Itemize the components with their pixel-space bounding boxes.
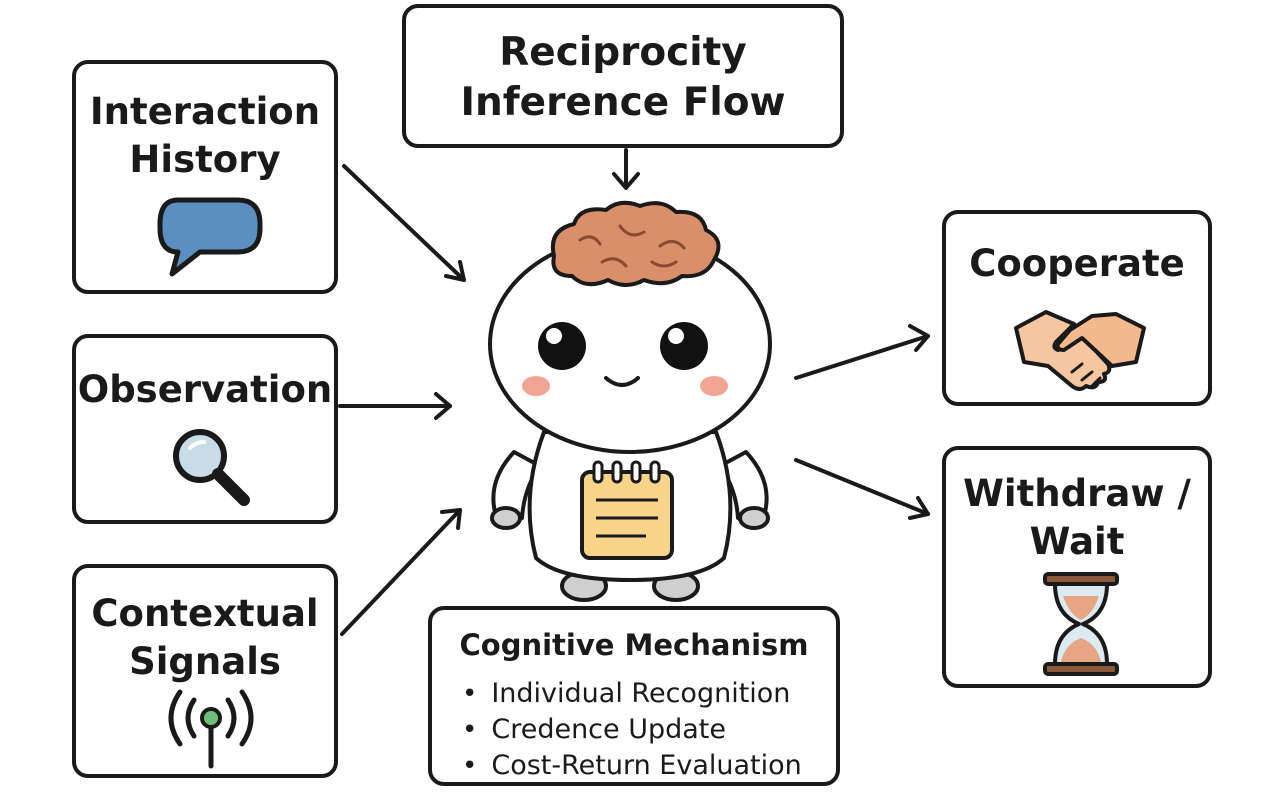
input-label: Contextual Signals bbox=[91, 592, 319, 683]
arrow-robot-to-cooperate bbox=[794, 324, 930, 380]
mechanism-box: Cognitive Mechanism Individual Recogniti… bbox=[428, 606, 840, 786]
mechanism-list: Individual Recognition Credence Update C… bbox=[462, 676, 802, 784]
handshake-icon bbox=[1014, 310, 1146, 391]
output-label: Withdraw / Wait bbox=[963, 472, 1191, 563]
input-interaction-history: Interaction History bbox=[72, 60, 338, 294]
robot-mascot bbox=[488, 200, 772, 602]
arrow-signals-to-robot bbox=[340, 508, 462, 636]
input-contextual-signals: Contextual Signals bbox=[72, 564, 338, 778]
mechanism-item: Individual Recognition bbox=[462, 676, 802, 712]
mechanism-item: Cost-Return Evaluation bbox=[462, 748, 801, 784]
speech-bubble-icon bbox=[157, 197, 263, 277]
arrow-history-to-robot bbox=[342, 164, 466, 282]
mechanism-item: Credence Update bbox=[462, 712, 802, 748]
signal-antenna-icon bbox=[168, 689, 254, 769]
hourglass-icon bbox=[1043, 572, 1119, 676]
title-line-1: Reciprocity bbox=[499, 30, 747, 75]
diagram-title: Reciprocity Inference Flow bbox=[406, 28, 840, 128]
robot-mouth bbox=[604, 376, 640, 387]
input-label: Interaction History bbox=[89, 90, 321, 181]
magnifying-glass-icon bbox=[173, 429, 250, 506]
output-label: Cooperate bbox=[969, 242, 1185, 285]
input-label: Observation bbox=[77, 368, 333, 411]
arrow-title-to-robot bbox=[612, 148, 640, 190]
output-cooperate: Cooperate bbox=[942, 210, 1212, 406]
title-box: Reciprocity Inference Flow bbox=[402, 4, 844, 148]
title-line-2: Inference Flow bbox=[460, 80, 786, 125]
output-withdraw-wait: Withdraw / Wait bbox=[942, 446, 1212, 688]
notepad-icon bbox=[580, 460, 674, 560]
brain-icon bbox=[551, 200, 721, 287]
robot-cheek-left bbox=[522, 376, 550, 396]
arrow-robot-to-withdraw bbox=[794, 458, 930, 520]
mechanism-title: Cognitive Mechanism bbox=[459, 628, 809, 662]
robot-cheek-right bbox=[700, 376, 728, 396]
input-observation: Observation bbox=[72, 334, 338, 524]
arrow-observation-to-robot bbox=[338, 392, 452, 420]
